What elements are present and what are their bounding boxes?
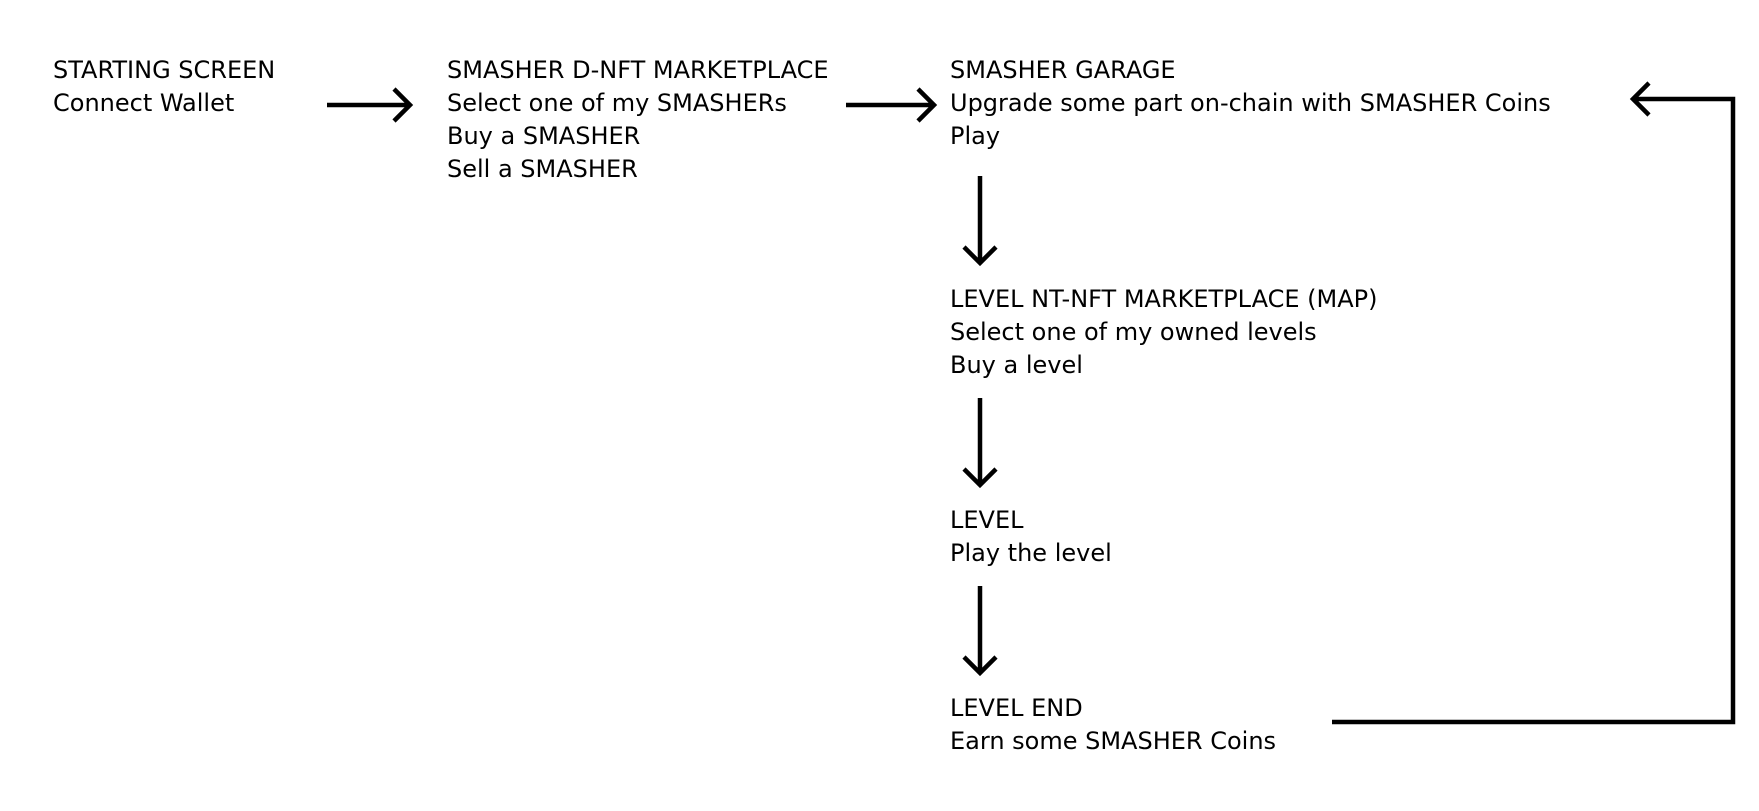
- node-action-select-level: Select one of my owned levels: [950, 318, 1317, 346]
- node-title: LEVEL: [950, 506, 1024, 534]
- node-title: LEVEL END: [950, 694, 1083, 722]
- node-action-play: Play: [950, 122, 1001, 150]
- node-level-end: LEVEL END Earn some SMASHER Coins: [950, 692, 1276, 758]
- node-smasher-garage: SMASHER GARAGE Upgrade some part on-chai…: [950, 54, 1551, 153]
- node-action-connect-wallet: Connect Wallet: [53, 89, 235, 117]
- node-action-buy-level: Buy a level: [950, 351, 1083, 379]
- node-action-sell-smasher: Sell a SMASHER: [447, 155, 638, 183]
- arrow-level-to-end: [962, 586, 998, 677]
- arrow-garage-to-map: [962, 176, 998, 267]
- arrow-map-to-level: [962, 398, 998, 489]
- node-title: LEVEL NT-NFT MARKETPLACE (MAP): [950, 285, 1378, 313]
- arrow-start-to-marketplace: [327, 87, 414, 123]
- arrow-marketplace-to-garage: [846, 87, 938, 123]
- node-level-marketplace: LEVEL NT-NFT MARKETPLACE (MAP) Select on…: [950, 283, 1377, 382]
- arrow-end-loop-to-garage: [1332, 81, 1736, 725]
- node-action-upgrade: Upgrade some part on-chain with SMASHER …: [950, 89, 1551, 117]
- node-title: SMASHER D-NFT MARKETPLACE: [447, 56, 829, 84]
- node-title: STARTING SCREEN: [53, 56, 276, 84]
- node-action-earn-coins: Earn some SMASHER Coins: [950, 727, 1277, 755]
- node-title: SMASHER GARAGE: [950, 56, 1176, 84]
- node-action-buy-smasher: Buy a SMASHER: [447, 122, 641, 150]
- node-level: LEVEL Play the level: [950, 504, 1112, 570]
- node-smasher-marketplace: SMASHER D-NFT MARKETPLACE Select one of …: [447, 54, 829, 186]
- node-starting-screen: STARTING SCREEN Connect Wallet: [53, 54, 275, 120]
- node-action-select-smasher: Select one of my SMASHERs: [447, 89, 787, 117]
- node-action-play-level: Play the level: [950, 539, 1112, 567]
